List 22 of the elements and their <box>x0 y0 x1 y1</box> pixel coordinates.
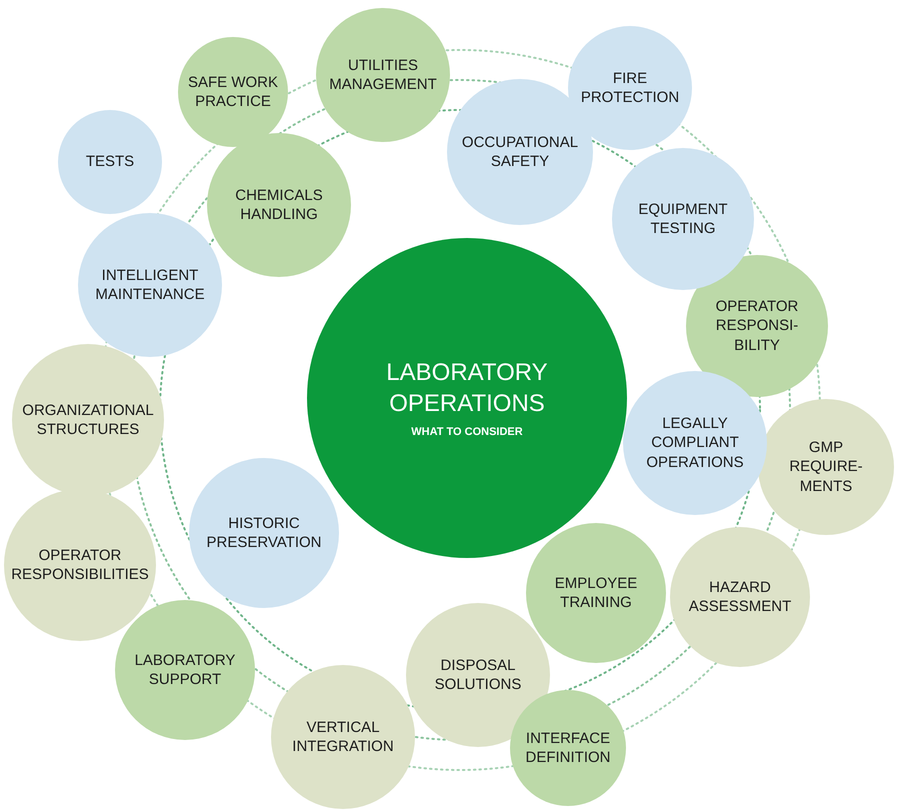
topic-label: OPERATOR RESPONSI- BILITY <box>714 296 800 356</box>
topic-label: ORGANIZATIONAL STRUCTURES <box>21 400 155 440</box>
topic-label: LABORATORY SUPPORT <box>134 650 236 690</box>
topic-label: OCCUPATIONAL SAFETY <box>460 132 580 172</box>
topic-label: VERTICAL INTEGRATION <box>291 718 395 756</box>
topic-label: TESTS <box>84 152 136 172</box>
topic-label: GMP REQUIRE- MENTS <box>788 438 864 496</box>
topic-label: OPERATOR RESPONSIBILITIES <box>10 546 150 584</box>
topic-label: DISPOSAL SOLUTIONS <box>434 656 522 694</box>
topic-label: INTELLIGENT MAINTENANCE <box>94 266 206 304</box>
topic-label: UTILITIES MANAGEMENT <box>328 56 438 94</box>
topic-label: EMPLOYEE TRAINING <box>554 574 638 612</box>
topic-label: HISTORIC PRESERVATION <box>205 514 323 552</box>
topic-label: LEGALLY COMPLIANT OPERATIONS <box>645 414 745 472</box>
subtitle: WHAT TO CONSIDER <box>410 425 524 440</box>
main-title: LABORATORY OPERATIONS <box>385 358 549 419</box>
topic-label: FIRE PROTECTION <box>580 68 680 108</box>
topic-label: CHEMICALS HANDLING <box>234 186 324 224</box>
topic-label: SAFE WORK PRACTICE <box>186 72 279 112</box>
topic-label: EQUIPMENT TESTING <box>637 200 729 238</box>
topic-label: HAZARD ASSESSMENT <box>688 578 792 616</box>
topic-label: INTERFACE DEFINITION <box>524 728 612 768</box>
